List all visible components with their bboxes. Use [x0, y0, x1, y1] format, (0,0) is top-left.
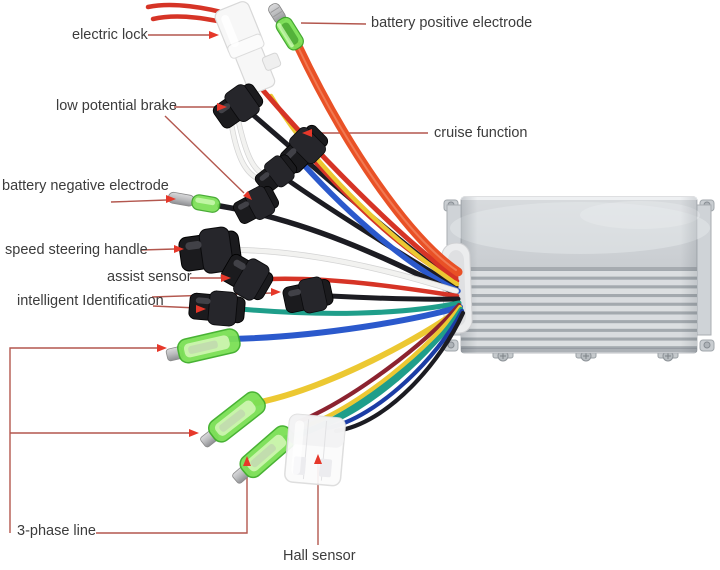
label-three-phase-line: 3-phase line — [17, 523, 96, 539]
label-cruise-function: cruise function — [434, 125, 528, 141]
phase-line-terminal-1 — [163, 326, 243, 368]
label-electric-lock: electric lock — [72, 27, 148, 43]
phase-line-terminal-2 — [194, 387, 270, 454]
label-speed-steering: speed steering handle — [5, 242, 148, 258]
controller-box — [443, 196, 715, 362]
label-hall-sensor: Hall sensor — [283, 548, 356, 564]
battery-positive-terminal — [268, 3, 304, 51]
hall-sensor-connector — [284, 413, 346, 487]
wire-bundle — [145, 2, 466, 441]
leader-arrows — [157, 31, 322, 466]
battery-negative-terminal — [167, 191, 221, 213]
label-low-potential-brake: low potential brake — [56, 98, 177, 114]
label-battery-negative: battery negative electrode — [2, 178, 169, 194]
label-assist-sensor: assist sensor — [107, 269, 192, 285]
label-battery-positive: battery positive electrode — [371, 15, 533, 31]
electric-lock-connector — [214, 1, 282, 94]
label-intelligent-id: intelligent Identification — [17, 293, 164, 309]
